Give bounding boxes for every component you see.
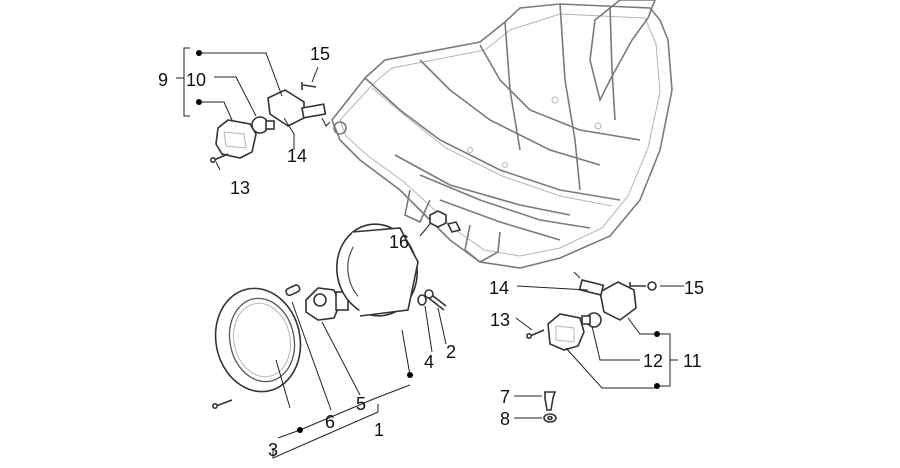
nut-16 [429, 210, 462, 233]
callout-14-upper: 14 [287, 146, 307, 166]
callout-7: 7 [500, 387, 510, 407]
callout-5: 5 [356, 394, 366, 414]
callout-10: 10 [186, 70, 206, 90]
callout-11: 11 [683, 351, 702, 371]
callout-labels: 9 10 15 14 13 16 14 15 13 12 11 2 4 5 6 … [158, 44, 704, 460]
callout-12: 12 [643, 351, 663, 371]
right-indicator-assembly [525, 271, 657, 351]
screw-and-washer-7-8 [543, 391, 557, 423]
headlight-assembly [212, 223, 447, 409]
front-rack-frame [331, 0, 673, 269]
callout-15-right: 15 [684, 278, 704, 298]
callout-16: 16 [389, 232, 409, 252]
leader-lines [176, 47, 684, 459]
callout-13-right: 13 [490, 310, 510, 330]
callout-14-right: 14 [489, 278, 509, 298]
callout-8: 8 [500, 409, 510, 429]
callout-3: 3 [268, 440, 278, 460]
callout-9: 9 [158, 70, 168, 90]
index-dots [196, 50, 660, 433]
callout-13-upper: 13 [230, 178, 250, 198]
callout-2: 2 [446, 342, 456, 362]
upper-left-indicator-assembly [210, 82, 331, 164]
callout-1: 1 [374, 420, 384, 440]
callout-6: 6 [325, 412, 335, 432]
callout-15-upper: 15 [310, 44, 330, 64]
callout-4: 4 [424, 352, 434, 372]
